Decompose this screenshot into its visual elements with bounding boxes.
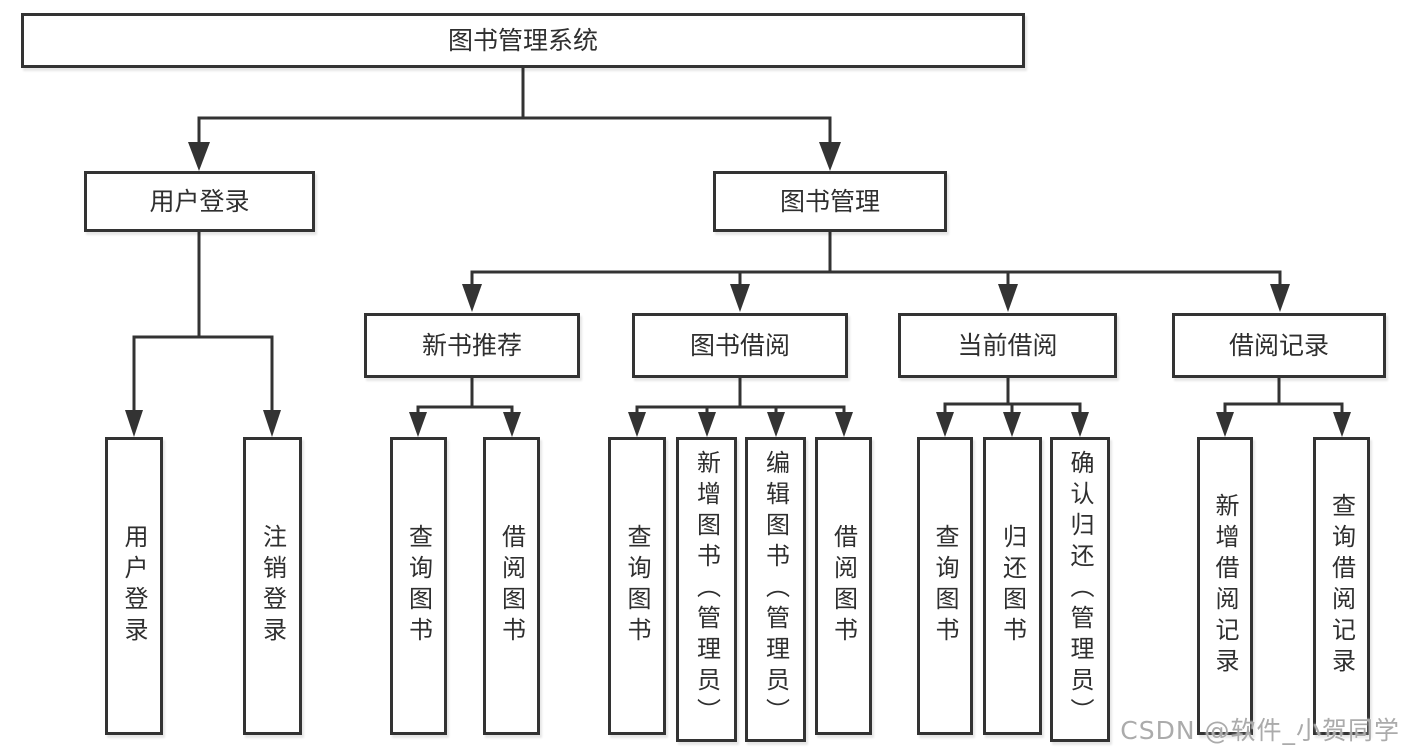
connector-user-login-children — [132, 232, 274, 412]
leaf-add-borrow-record: 新增借阅记录 — [1197, 437, 1253, 735]
node-root-system: 图书管理系统 — [21, 13, 1025, 68]
connector-borrow-records-children — [1223, 378, 1344, 412]
leaf-edit-book-admin: 编辑图书（管理员） — [745, 437, 806, 742]
connector-book-borrow-children — [635, 378, 846, 414]
connector-new-book-recommend-children — [416, 378, 514, 414]
leaf-return-book: 归还图书 — [983, 437, 1042, 735]
leaf-query-books-recommend: 查询图书 — [390, 437, 447, 735]
leaf-add-book-admin: 新增图书（管理员） — [676, 437, 737, 742]
node-user-login: 用户登录 — [84, 171, 315, 232]
leaf-query-books-current: 查询图书 — [917, 437, 973, 735]
connector-lines — [132, 68, 1344, 414]
csdn-watermark: CSDN @软件_小贺同学 — [1120, 716, 1400, 745]
leaf-logout: 注销登录 — [243, 437, 302, 735]
leaf-user-login: 用户登录 — [105, 437, 163, 735]
leaf-query-borrow-record: 查询借阅记录 — [1313, 437, 1370, 735]
connector-book-management-level3 — [470, 232, 1282, 286]
leaf-borrow-books-recommend: 借阅图书 — [483, 437, 540, 735]
leaf-borrow-books: 借阅图书 — [815, 437, 872, 735]
node-current-borrow: 当前借阅 — [898, 313, 1117, 378]
leaf-confirm-return-admin: 确认归还（管理员） — [1050, 437, 1110, 742]
connector-current-borrow-children — [943, 378, 1082, 412]
leaf-query-books-borrow: 查询图书 — [608, 437, 666, 735]
node-book-management: 图书管理 — [713, 171, 947, 232]
arrowheads — [125, 142, 1351, 437]
node-new-book-recommend: 新书推荐 — [364, 313, 580, 378]
node-borrow-records: 借阅记录 — [1172, 313, 1386, 378]
node-book-borrow: 图书借阅 — [632, 313, 848, 378]
connector-root-to-level2 — [197, 68, 832, 144]
